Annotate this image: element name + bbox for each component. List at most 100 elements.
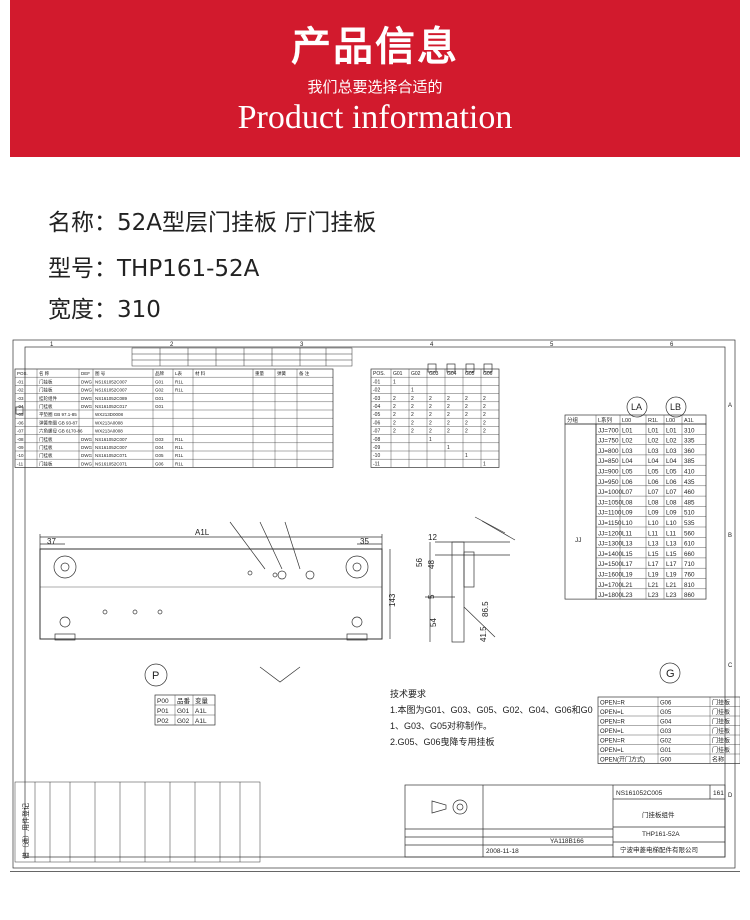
table-cell: -02 (373, 388, 380, 394)
table-cell: L04 (666, 458, 677, 465)
table-cell: OPEN(开门方式) (600, 756, 645, 764)
spec-strip (131, 347, 353, 367)
table-cell: G03 (660, 729, 672, 735)
col-ref-1: 1 (50, 342, 54, 348)
title-drawing-no: NS161052C005 (616, 790, 663, 797)
table-cell: 挂轮组件 (39, 395, 57, 402)
table-cell: L17 (622, 561, 633, 568)
table-cell: JJ=950 (598, 479, 619, 486)
hanger-plate-side-view (425, 516, 516, 643)
balloon-p: P (152, 670, 159, 682)
side-label: 借（通）用件登记 (21, 803, 30, 859)
table-header-cell: L系列 (598, 416, 613, 424)
table-cell: 2 (429, 420, 432, 426)
table-cell: 2 (483, 420, 486, 426)
title-model: THP161-52A (642, 831, 680, 838)
table-cell: L11 (622, 530, 633, 537)
table-cell: 门挂板 (712, 727, 730, 735)
table-cell: 重量 (255, 370, 264, 377)
table-cell: POS. (373, 371, 385, 377)
table-cell: L10 (622, 520, 633, 527)
table-cell: 2 (447, 412, 450, 418)
table-cell: L23 (666, 592, 677, 599)
table-cell: 1 (411, 388, 414, 394)
table-cell: DWG (81, 445, 92, 450)
table-cell: R1L (175, 437, 184, 442)
dim-35: 35 (360, 537, 369, 546)
table-cell: JJ=800 (598, 448, 619, 455)
dim-5: 5 (427, 594, 436, 599)
table-cell: OPEN=L (600, 748, 625, 754)
size-group-label: JJ (575, 537, 582, 544)
title-sheet: 161 (713, 790, 724, 797)
table-cell: G05 (660, 710, 672, 716)
table-cell: -10 (17, 453, 24, 458)
table-cell: G01 (155, 404, 164, 409)
table-cell: 660 (684, 551, 695, 558)
table-cell: G04 (155, 445, 164, 450)
table-cell: 2 (411, 420, 414, 426)
table-cell: JJ=1600 (598, 572, 622, 579)
col-ref-6: 6 (670, 342, 674, 348)
table-cell: L08 (648, 499, 659, 506)
title-block: NS161052C005 161 门挂板组件 THP161-52A 宁波申菱电梯… (404, 784, 726, 858)
table-cell: L02 (622, 438, 633, 445)
table-cell: L11 (666, 530, 677, 537)
table-cell: 2 (465, 429, 468, 435)
table-cell: 410 (684, 469, 695, 476)
table-cell: DWG (81, 404, 92, 409)
table-cell: NS161052C007 (95, 379, 128, 384)
table-cell: NS161052C071 (95, 453, 128, 458)
dim-54: 54 (429, 618, 438, 627)
open-direction-table: OPEN=RG06门挂板M99OPEN=LG05门挂板M99OPEN=RG04门… (597, 696, 740, 764)
table-cell: -04 (17, 404, 24, 409)
table-cell: 2 (411, 404, 414, 410)
table-cell: 385 (684, 458, 695, 465)
product-model-row: 型号：THP161-52A (48, 249, 259, 283)
table-cell: L03 (648, 448, 659, 455)
product-width-label: 宽度： (48, 297, 117, 323)
table-cell: JJ=1500 (598, 561, 622, 568)
table-header-cell: A1L (684, 418, 694, 424)
table-cell: 810 (684, 582, 695, 589)
table-cell: L15 (622, 551, 633, 558)
row-ref-d: D (728, 793, 733, 799)
table-cell: 弹簧垫圈 GB 93-87 (39, 419, 78, 426)
banner-subtitle-cn: 我们总要选择合适的 (307, 78, 443, 96)
table-cell: G04 (447, 371, 457, 377)
table-cell: A1L (195, 718, 207, 725)
table-cell: 2 (447, 420, 450, 426)
dim-48: 48 (427, 560, 436, 569)
table-cell: 门挂板 (712, 708, 730, 716)
table-cell: L15 (666, 551, 677, 558)
table-cell: 2 (411, 429, 414, 435)
table-cell: L10 (648, 520, 659, 527)
table-cell: DWG (81, 437, 92, 442)
table-cell: L07 (648, 489, 659, 496)
table-cell: NS161052C017 (95, 404, 128, 409)
table-cell: R1L (175, 445, 184, 450)
table-cell: 710 (684, 561, 695, 568)
table-cell: DWG (81, 461, 92, 466)
balloon-la: LA (631, 402, 642, 412)
table-cell: JJ=850 (598, 458, 619, 465)
table-cell: 门挂板 (39, 436, 53, 443)
table-cell: L03 (666, 448, 677, 455)
title-date: 2008-11-18 (486, 848, 519, 855)
table-cell: -05 (373, 412, 380, 418)
grid-references: 1 2 3 4 5 6 A B C D (50, 342, 733, 799)
table-header-cell: L00 (622, 418, 631, 424)
reference-balloons: LA LB P G (144, 396, 687, 687)
table-cell: POS. (17, 371, 28, 376)
table-cell: 2 (429, 396, 432, 402)
table-cell: JJ=1300 (598, 541, 622, 548)
table-cell: DWG (81, 453, 92, 458)
table-cell: JJ=1800 (598, 592, 622, 599)
revision-stamp-area: 借（通）用件登记 (14, 781, 261, 863)
table-cell: -09 (17, 445, 24, 450)
table-cell: 2 (393, 420, 396, 426)
table-cell: 560 (684, 530, 695, 537)
